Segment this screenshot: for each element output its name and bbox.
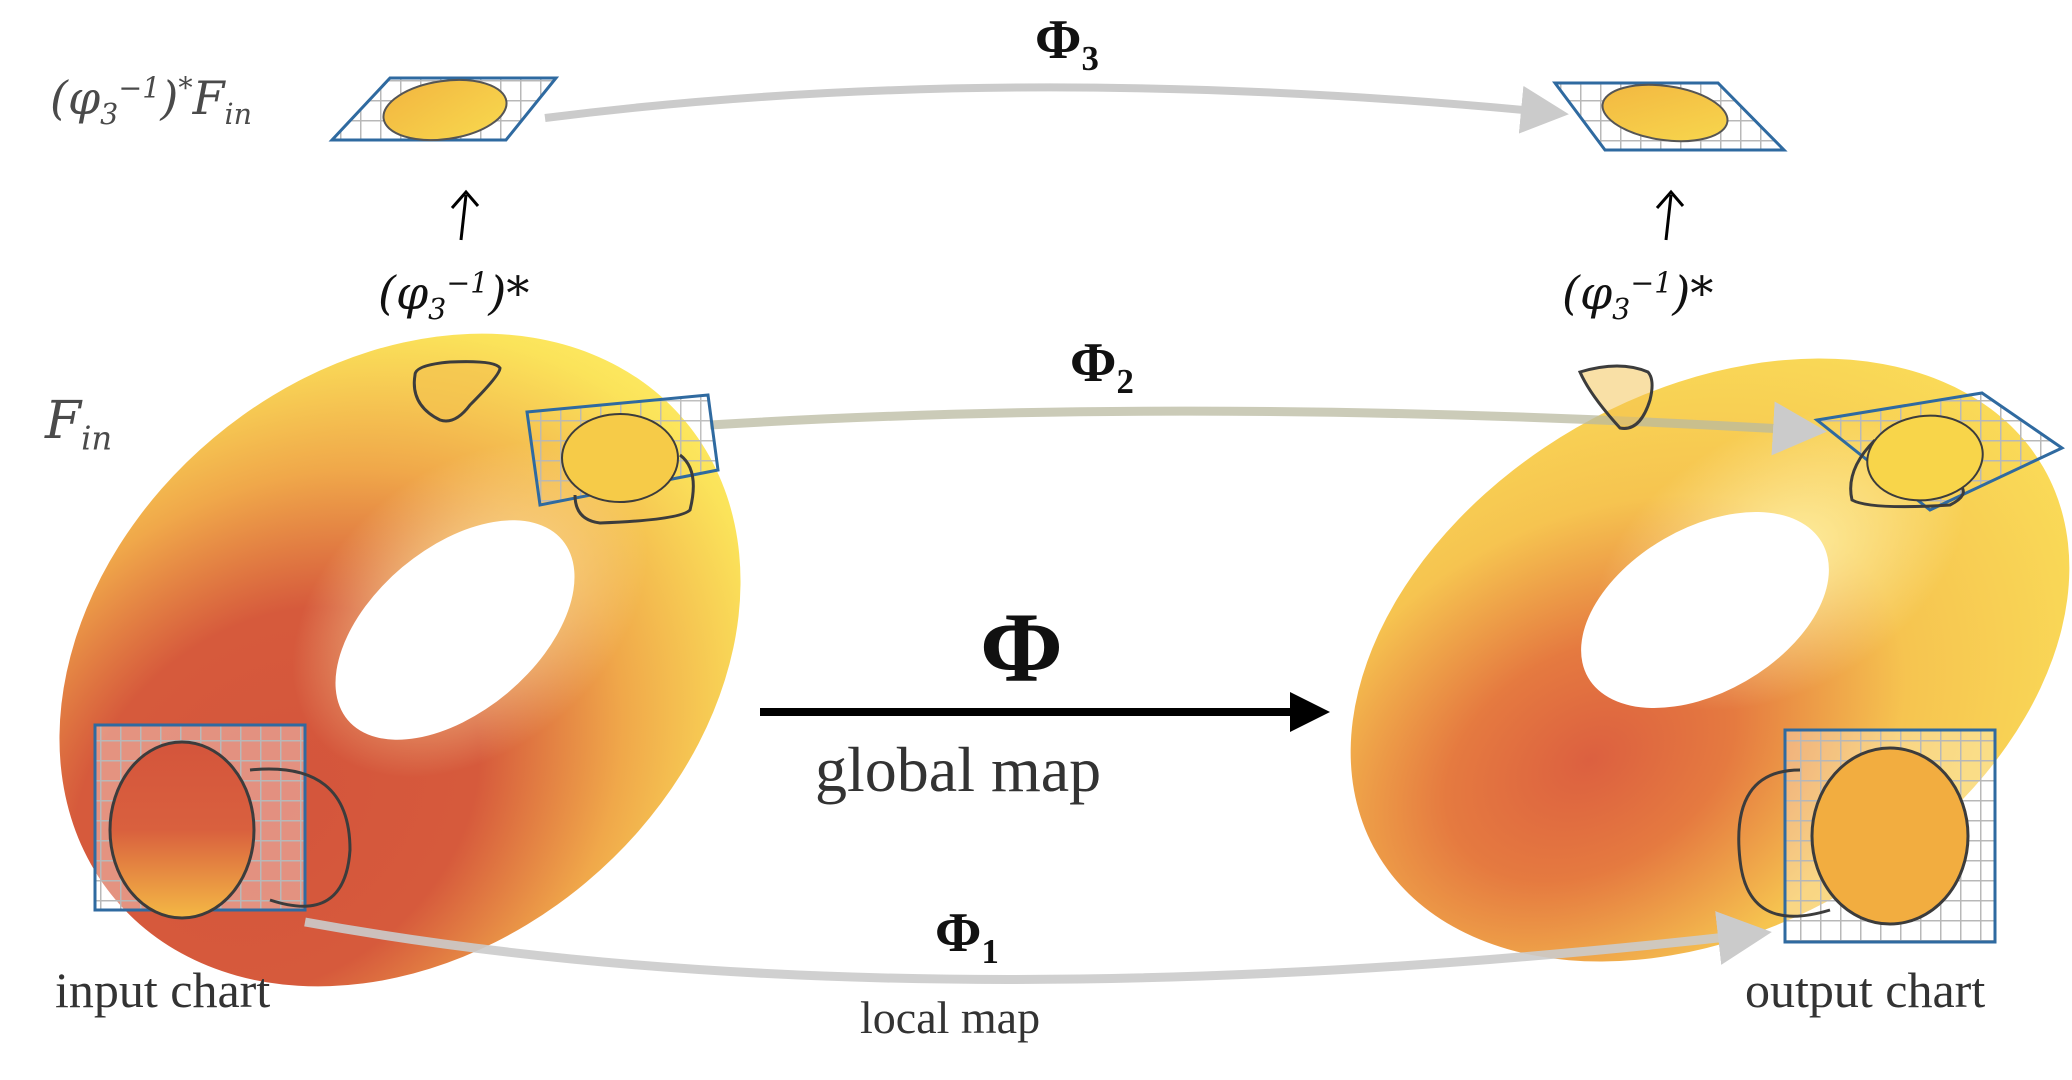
phi3-label: Φ3 (1035, 9, 1099, 79)
phi1-arrow (304, 911, 1772, 984)
up-arrow-left (450, 189, 480, 241)
phi-global-label: Φ (980, 592, 1063, 703)
patch-outline-right-top (1577, 364, 1654, 430)
output-chart-patch (1737, 728, 1997, 944)
pullback-label-left: (φ3−1)* (378, 266, 530, 327)
phi2-label: Φ2 (1070, 332, 1134, 402)
pullback-F-in-label: (φ3−1)*Fin (50, 71, 253, 132)
output-chart-label: output chart (1745, 962, 1986, 1018)
patch-outline-left-top (412, 360, 502, 423)
F-in-label: Fin (45, 391, 113, 458)
input-chart-label: input chart (55, 962, 271, 1018)
up-arrow-right (1655, 189, 1685, 241)
tilted-chart-left (525, 393, 720, 525)
tilted-chart-right (1813, 391, 2066, 512)
local-map-label: local map (860, 992, 1041, 1043)
global-map-label: global map (815, 734, 1102, 805)
input-chart-patch (93, 723, 352, 920)
phi1-label: Φ1 (935, 902, 999, 972)
phi3-arrow (544, 83, 1569, 134)
pullback-chart-right (1552, 81, 1788, 152)
pullback-label-right: (φ3−1)* (1562, 266, 1714, 327)
pullback-chart-left (328, 76, 560, 142)
output-torus (1350, 358, 2070, 962)
input-torus (59, 333, 741, 987)
